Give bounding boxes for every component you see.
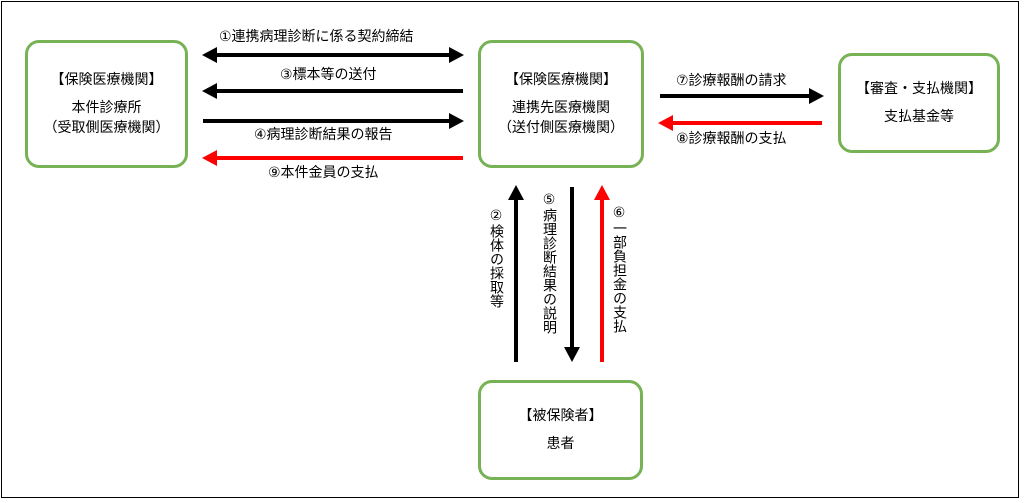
- node-line: （受取側医療機関）: [43, 120, 170, 136]
- edge-label-send-specimen: ③標本等の送付: [280, 67, 377, 83]
- arrow-specimen-collection: [508, 185, 524, 362]
- node-review-payment-agency: 【審査・支払機関】 支払基金等: [838, 53, 1000, 153]
- edge-label-claim: ⑦診療報酬の請求: [676, 73, 787, 89]
- arrow-contract: [202, 47, 464, 63]
- node-line: 連携先医療機関: [512, 100, 610, 116]
- node-line: 患者: [546, 436, 575, 452]
- arrow-send-specimen: [202, 83, 463, 99]
- arrow-claim: [660, 88, 824, 104]
- edge-label-report-result: ④病理診断結果の報告: [254, 127, 393, 143]
- arrow-fee-payment: [202, 150, 463, 166]
- edge-label-specimen-collection: ②検体の採取等: [488, 208, 504, 308]
- edge-label-reimbursement: ⑧診療報酬の支払: [676, 131, 787, 147]
- node-line: 支払基金等: [884, 109, 954, 125]
- node-sending-institution: 【保険医療機関】 連携先医療機関 （送付側医療機関）: [478, 40, 644, 168]
- arrow-report-result: [203, 113, 464, 129]
- node-patient: 【被保険者】 患者: [478, 380, 643, 480]
- node-line: 本件診療所: [71, 100, 142, 116]
- node-heading: 【保険医療機関】: [505, 72, 617, 88]
- arrow-copayment: [594, 185, 610, 362]
- node-receiving-clinic: 【保険医療機関】 本件診療所 （受取側医療機関）: [25, 40, 188, 168]
- edge-label-copayment: ⑥一部負担金の支払: [611, 205, 627, 333]
- edge-label-explain-result: ⑤病理診断結果の説明: [541, 192, 557, 334]
- node-line: （送付側医療機関）: [498, 120, 624, 136]
- edge-label-fee-payment: ⑨本件金員の支払: [268, 165, 379, 181]
- edge-label-contract: ①連携病理診断に係る契約締結: [219, 29, 414, 45]
- node-heading: 【被保険者】: [518, 408, 603, 424]
- arrow-reimbursement: [658, 115, 822, 131]
- node-heading: 【審査・支払機関】: [856, 81, 982, 97]
- arrow-explain-result: [564, 187, 580, 362]
- node-heading: 【保険医療機関】: [50, 72, 163, 88]
